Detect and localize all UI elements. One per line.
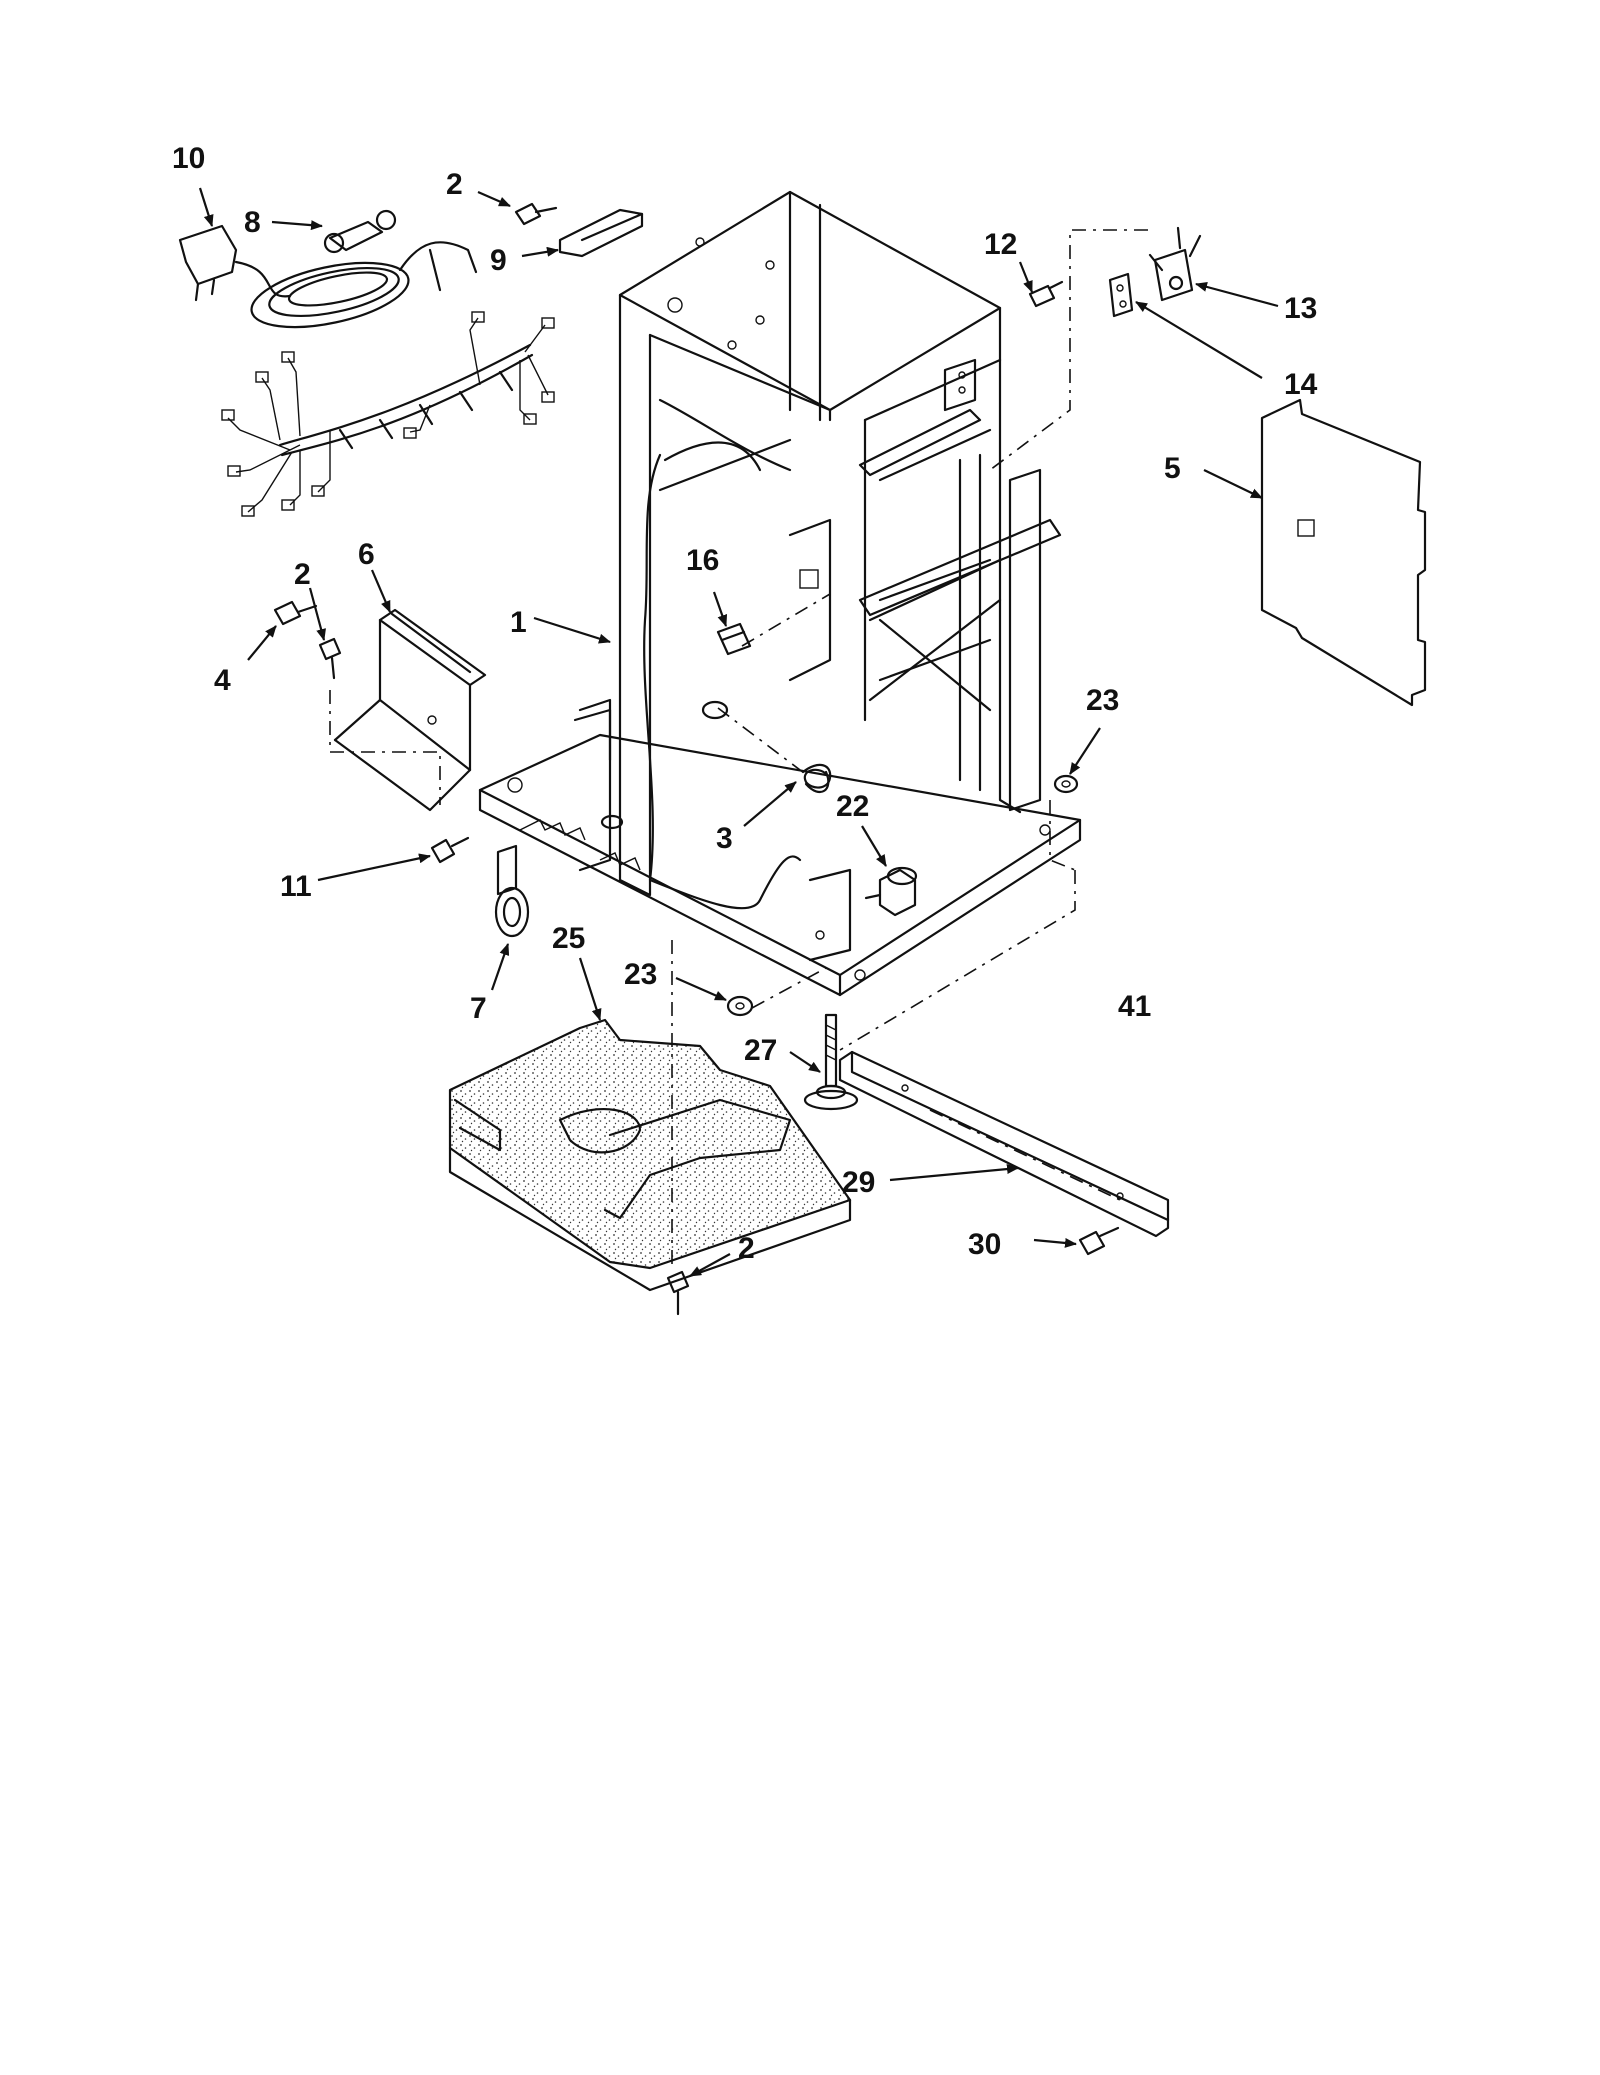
component-22 [864,866,918,917]
callout-23-right: 23 [1086,684,1119,717]
cord-clip [716,622,752,656]
wire-harness [221,311,555,517]
callout-30: 30 [968,1228,1001,1261]
callout-2: 2 [446,168,463,201]
alignment-lines [329,229,1148,1268]
nut-23-lower [726,995,754,1017]
callout-7: 7 [470,992,487,1025]
rail [838,1050,1170,1238]
callout-13: 13 [1284,292,1317,325]
nut-23-right [1053,774,1079,794]
leader-arrows [198,187,1279,1277]
callout-23-lower: 23 [624,958,657,991]
screw-4 [273,600,318,626]
callout-2-left: 2 [294,558,311,591]
screw-12 [1028,280,1064,308]
door-switch [1148,226,1202,302]
callout-10: 10 [172,142,205,175]
callout-22: 22 [836,790,869,823]
callout-2-bottom: 2 [738,1232,755,1265]
callout-4: 4 [214,664,231,697]
base-pan [448,1018,852,1292]
rear-panel [1260,398,1427,707]
cabinet-frame [478,190,1082,997]
bracket-12 [943,358,977,412]
spring [801,763,832,794]
callout-5: 5 [1164,452,1181,485]
callout-6: 6 [358,538,375,571]
callout-16: 16 [686,544,719,577]
callout-8: 8 [244,206,261,239]
leveling-leg [803,1013,859,1111]
screw-top [514,202,558,226]
callout-9: 9 [490,244,507,277]
switch-plate [1108,272,1134,318]
power-cord [178,224,478,329]
strain-relief [323,209,397,254]
screw-30 [1078,1226,1120,1256]
callout-41: 41 [1118,990,1151,1023]
bracket-9 [558,208,644,258]
callout-labels: 10 8 2 9 12 13 14 5 2 6 4 1 16 23 3 22 1… [172,142,1318,1265]
callout-14: 14 [1284,368,1318,401]
callout-11: 11 [280,870,312,903]
screw-2-bottom [666,1270,690,1316]
caster-wheel [494,844,530,938]
callout-12: 12 [984,228,1017,261]
screw-11 [430,836,470,864]
callout-27: 27 [744,1034,777,1067]
screw-2-left [318,637,342,680]
callout-1: 1 [510,606,527,639]
callout-3: 3 [716,822,733,855]
heat-shield [333,608,487,812]
callout-29: 29 [842,1166,875,1199]
callout-25: 25 [552,922,585,955]
